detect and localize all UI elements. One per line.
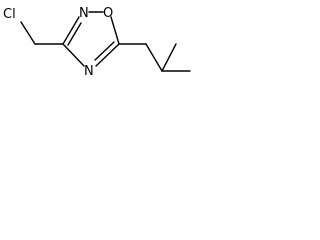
bond-c5-n4 — [95, 43, 120, 67]
bonds — [20, 11, 191, 72]
molecule-structure: Cl N O N — [3, 6, 191, 79]
atom-labels: Cl N O N — [3, 6, 113, 79]
bond-o1-c5 — [110, 16, 120, 45]
atom-chlorine: Cl — [3, 7, 16, 22]
atom-ring-nitrogen-top: N — [79, 6, 89, 21]
atom-ring-nitrogen-bottom: N — [84, 64, 94, 79]
bond-c3-n2-second — [67, 22, 82, 46]
atom-ring-oxygen: O — [103, 6, 113, 21]
bond-ch2-ch — [145, 43, 163, 72]
bond-ch-ch3-upper — [161, 43, 177, 72]
bond-n4-c3 — [62, 43, 85, 67]
bond-c5-n4-second — [94, 41, 115, 61]
bond-c3-n2 — [62, 16, 80, 45]
bond-cl-ch2 — [20, 21, 36, 45]
structure-canvas: Cl N O N — [0, 0, 248, 82]
